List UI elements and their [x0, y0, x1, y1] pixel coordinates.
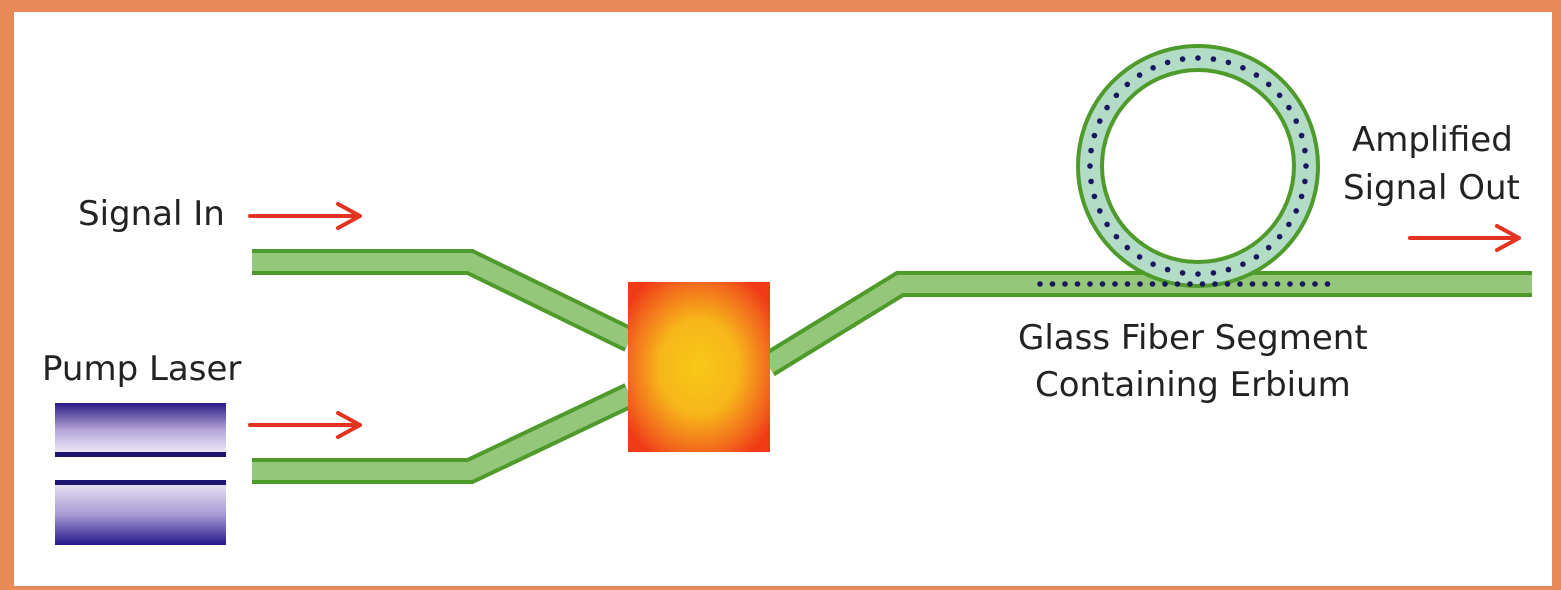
erbium-dot — [1225, 266, 1232, 273]
erbium-dot — [1179, 56, 1186, 62]
erbium-dot — [1195, 55, 1201, 61]
erbium-dot — [1088, 147, 1094, 154]
erbium-dot — [1149, 281, 1156, 287]
erbium-dot — [1162, 281, 1168, 287]
erbium-dot — [1225, 59, 1232, 66]
erbium-dot — [1253, 254, 1260, 260]
fiber-network — [252, 249, 1532, 484]
erbium-dot — [1097, 208, 1103, 214]
wdm-coupler — [628, 282, 770, 452]
erbium-dot — [1312, 281, 1318, 287]
amplified-signal-label-line2: Signal Out — [1343, 168, 1520, 208]
pump-laser-label: Pump Laser — [42, 349, 242, 389]
erbium-dot — [1113, 233, 1120, 240]
erbium-dot — [1303, 163, 1309, 169]
erbium-dot — [1195, 271, 1201, 277]
right-arrow-icon — [1408, 224, 1521, 252]
erbium-dot — [1240, 65, 1246, 71]
erbium-dot — [1237, 281, 1243, 287]
erbium-dot — [1088, 178, 1094, 185]
erbium-dots — [1087, 55, 1309, 277]
erbium-dot — [1124, 244, 1131, 251]
erbium-dot — [1262, 281, 1268, 287]
erbium-dot — [1324, 281, 1331, 287]
erbium-dot — [1124, 281, 1131, 287]
erbium-dot — [1124, 81, 1131, 88]
erbium-dot — [1265, 81, 1272, 88]
erbium-dot — [1074, 281, 1081, 287]
erbium-dot — [1137, 281, 1143, 287]
erbium-dot — [1136, 72, 1143, 78]
glass-fiber-label-line1: Glass Fiber Segment — [1018, 318, 1368, 358]
erbium-fiber-loop — [1037, 44, 1331, 288]
erbium-dot — [1099, 281, 1106, 287]
glass-fiber-label-line2: Containing Erbium — [1035, 365, 1351, 405]
erbium-dots-straight — [1037, 281, 1331, 287]
erbium-dot — [1097, 118, 1103, 124]
erbium-dot — [1210, 270, 1217, 276]
erbium-dot — [1224, 281, 1231, 287]
erbium-dot — [1037, 281, 1043, 287]
erbium-dot — [1104, 221, 1110, 228]
erbium-dot — [1293, 118, 1299, 124]
erbium-dot — [1164, 266, 1171, 273]
erbium-dot — [1265, 244, 1272, 251]
erbium-dot — [1049, 281, 1056, 287]
erbium-dot — [1174, 281, 1181, 287]
right-arrow-icon — [248, 411, 362, 439]
erbium-dot — [1136, 254, 1143, 260]
right-arrow-icon — [248, 202, 362, 230]
erbium-dot — [1179, 270, 1186, 276]
erbium-dot — [1150, 65, 1156, 71]
erbium-dot — [1112, 281, 1118, 287]
erbium-dot — [1091, 132, 1098, 139]
erbium-dot — [1293, 208, 1299, 214]
erbium-dot — [1302, 178, 1308, 185]
erbium-dot — [1091, 193, 1098, 200]
pump-fiber — [252, 383, 636, 484]
pump-laser-icon — [55, 403, 226, 545]
erbium-dot — [1187, 281, 1193, 287]
erbium-dot — [1240, 261, 1246, 268]
erbium-dot — [1210, 56, 1217, 62]
erbium-dot — [1276, 233, 1283, 240]
erbium-dot — [1298, 132, 1305, 139]
erbium-dot — [1062, 281, 1068, 287]
erbium-dot — [1302, 147, 1308, 154]
erbium-dot — [1276, 92, 1283, 99]
erbium-dot — [1087, 163, 1093, 169]
signal-input-fiber — [252, 249, 636, 352]
erbium-dot — [1104, 104, 1110, 111]
erbium-dot — [1249, 281, 1256, 287]
erbium-dot — [1212, 281, 1218, 287]
erbium-dot — [1299, 281, 1306, 287]
erbium-dot — [1199, 281, 1206, 287]
erbium-dot — [1253, 72, 1260, 78]
erbium-dot — [1113, 92, 1120, 99]
erbium-dot — [1287, 281, 1293, 287]
erbium-dot — [1298, 193, 1305, 200]
erbium-dot — [1286, 221, 1292, 228]
erbium-dot — [1150, 261, 1156, 268]
signal-in-label: Signal In — [78, 194, 225, 234]
erbium-dot — [1164, 59, 1171, 66]
erbium-dot — [1286, 104, 1292, 111]
erbium-dot — [1087, 281, 1093, 287]
erbium-dot — [1274, 281, 1281, 287]
amplified-signal-label-line1: Amplified — [1352, 120, 1513, 160]
